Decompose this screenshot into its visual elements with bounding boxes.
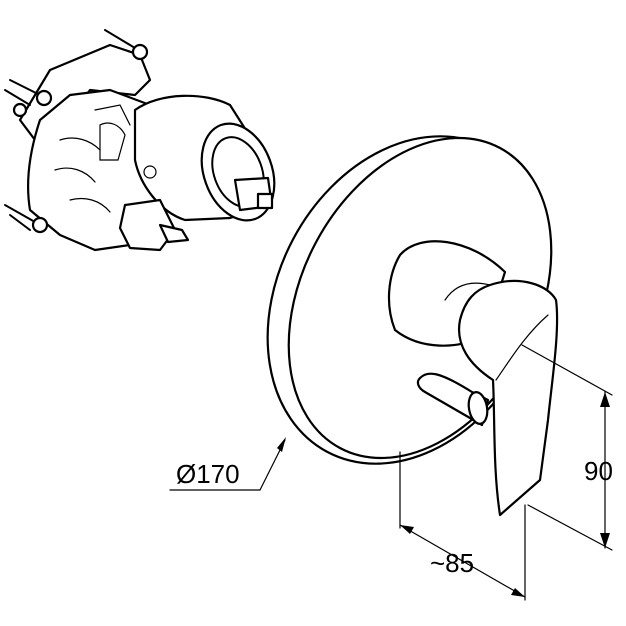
connection-nut	[118, 198, 177, 252]
height-ext-top	[521, 344, 613, 396]
depth-label: ~85	[430, 548, 474, 578]
height-ext-bottom	[527, 504, 613, 551]
diameter-arrowhead	[277, 437, 286, 452]
lever-edge	[495, 314, 549, 381]
dimension-height: 90	[521, 344, 613, 551]
dimension-depth: ~85	[399, 451, 526, 601]
connection-nipple	[158, 223, 190, 244]
height-arrow-bottom	[600, 533, 610, 548]
diverter-cap	[467, 391, 489, 425]
dimension-diameter: Ø170	[169, 437, 286, 491]
concealed-valve-body	[4, 29, 276, 252]
spindle-tip	[256, 192, 274, 210]
casting-details	[54, 104, 157, 213]
mixer-handle	[387, 240, 559, 517]
height-arrow-top	[600, 392, 610, 407]
lever-seam	[444, 282, 491, 301]
depth-arrow-left	[400, 525, 414, 534]
handle-lever	[457, 280, 559, 517]
height-label: 90	[584, 456, 613, 486]
diameter-label: Ø170	[176, 459, 240, 489]
mounting-bolts	[4, 29, 149, 234]
depth-dim-line	[399, 524, 526, 598]
depth-arrow-right	[511, 588, 525, 597]
